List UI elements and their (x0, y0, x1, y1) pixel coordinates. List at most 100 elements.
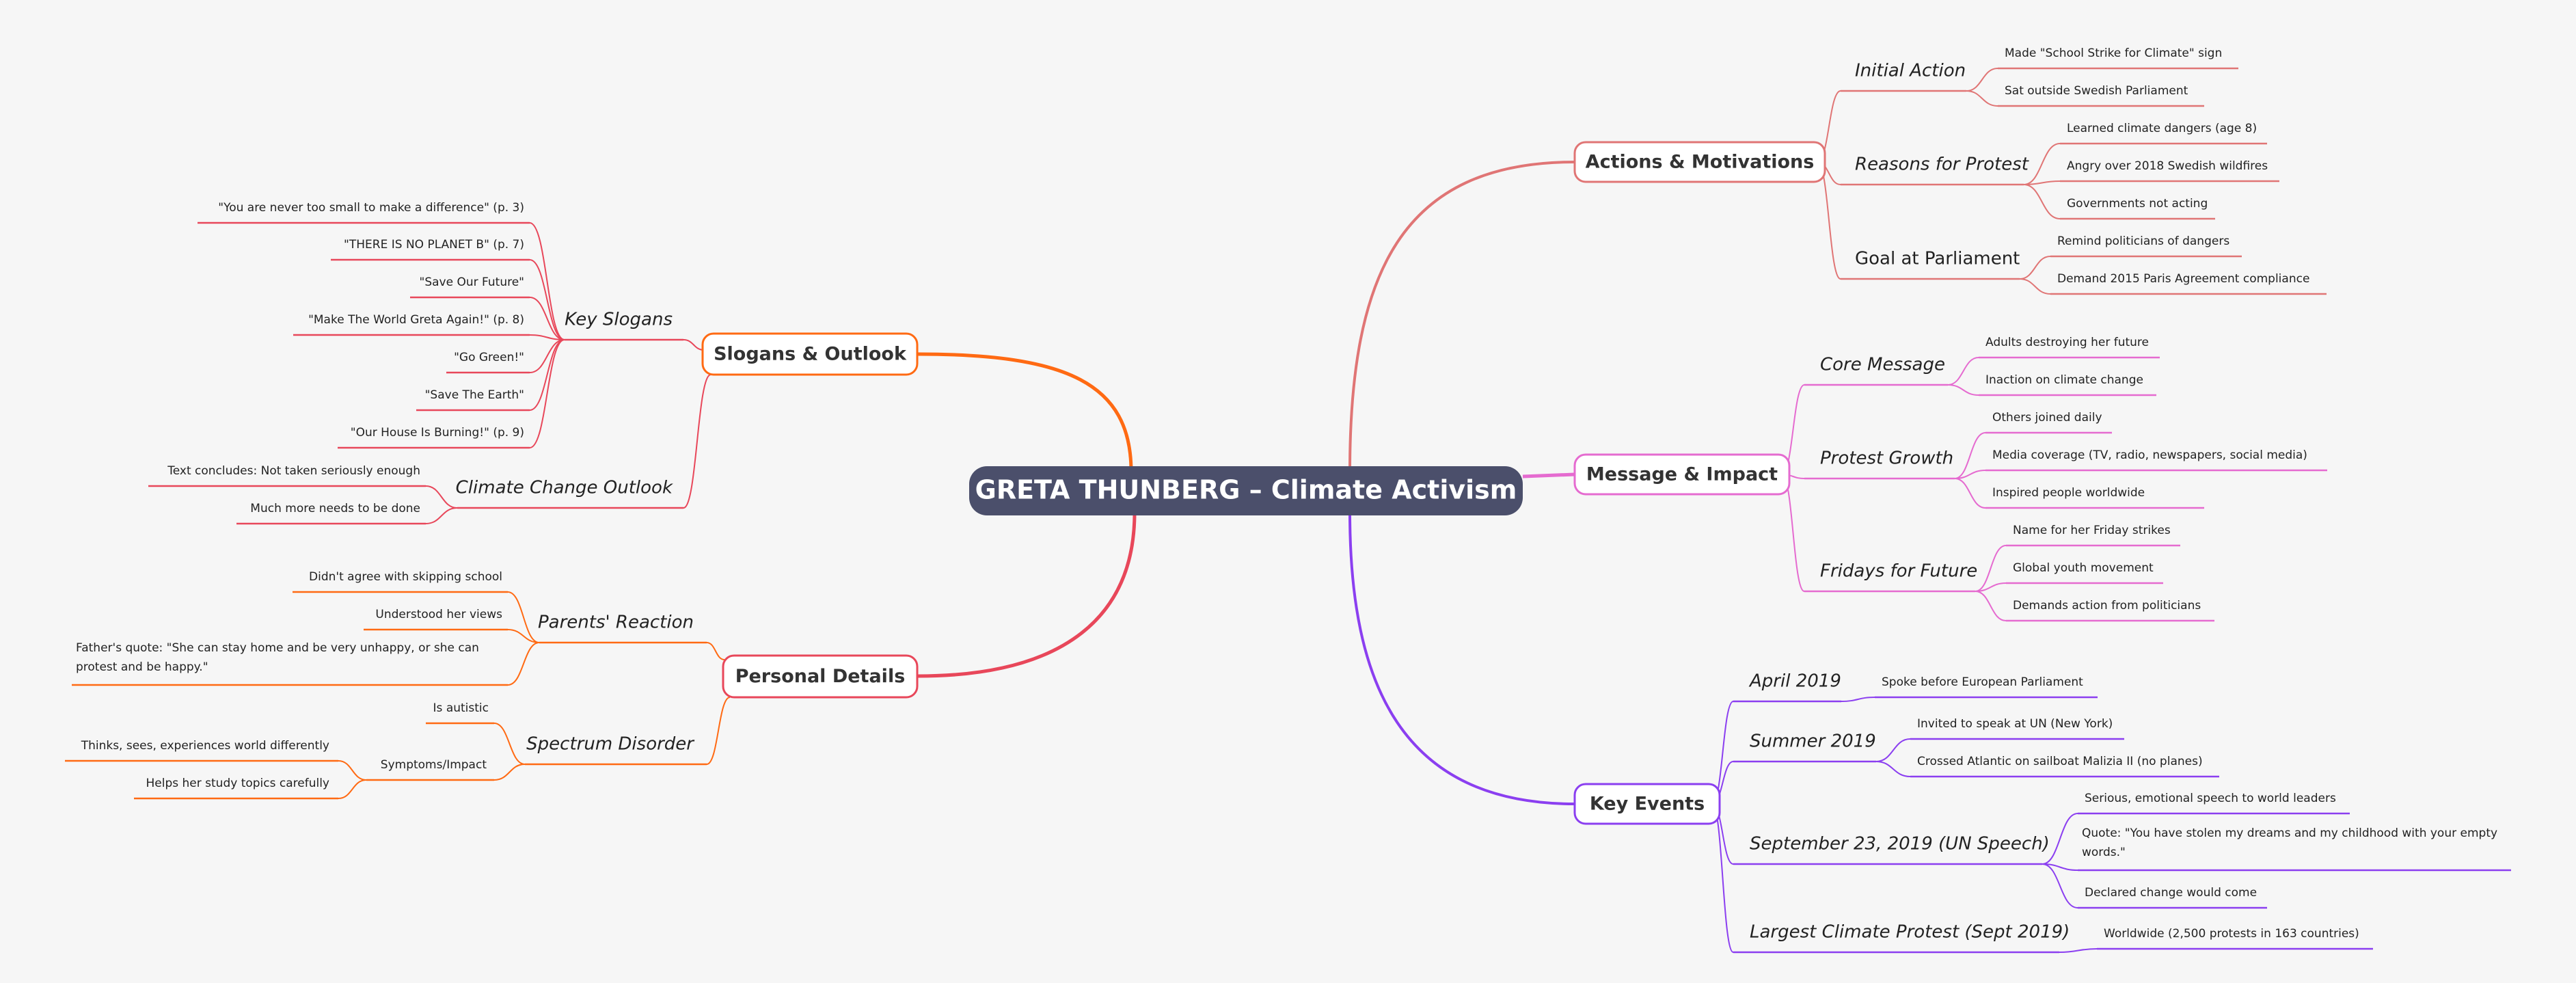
connector-leaf (425, 485, 458, 509)
connector-leaf (2023, 180, 2061, 185)
personal-details-node-label[interactable]: Personal Details (735, 666, 906, 687)
leaf-item[interactable]: Understood her views (375, 608, 502, 621)
connector-leaf (529, 297, 565, 340)
topic-spectrum-disorder[interactable]: Spectrum Disorder (526, 734, 695, 755)
connector-leaf (1966, 68, 1998, 92)
leaf-item[interactable]: "Our House Is Burning!" (p. 9) (351, 426, 524, 440)
message-impact-node-label[interactable]: Message & Impact (1586, 464, 1778, 485)
leaf-item[interactable]: Helps her study topics carefully (146, 777, 330, 790)
leaf-item[interactable]: Father's quote: "She can stay home and b… (76, 641, 479, 674)
edges (65, 67, 2511, 954)
topic-september-23-2019-un-speech[interactable]: September 23, 2019 (UN Speech) (1750, 834, 2050, 854)
topic-largest-climate-protest-sept-2019[interactable]: Largest Climate Protest (Sept 2019) (1750, 922, 2070, 943)
connector-leaf (507, 591, 540, 643)
leaf-item[interactable]: Is autistic (433, 701, 489, 715)
leaf-item[interactable]: "Save The Earth" (425, 388, 524, 402)
leaf-item[interactable]: Adults destroying her future (1985, 336, 2149, 349)
leaf-item[interactable]: Invited to speak at UN (New York) (1917, 717, 2113, 731)
leaf-item[interactable]: Sat outside Swedish Parliament (2005, 84, 2188, 98)
leaf-item[interactable]: Global youth movement (2013, 561, 2154, 575)
leaf-item[interactable]: Media coverage (TV, radio, newspapers, s… (1992, 448, 2307, 462)
root-title[interactable]: GRETA THUNBERG – Climate Activism (975, 475, 1517, 505)
connector-leaf (1947, 357, 1979, 386)
leaf-item[interactable]: Worldwide (2,500 protests in 163 countri… (2104, 927, 2359, 941)
connector-leaf (2042, 813, 2078, 865)
connector-leaf (425, 507, 458, 524)
connector-leaf (1875, 738, 1911, 762)
slogans-outlook-node-label[interactable]: Slogans & Outlook (714, 344, 907, 365)
connector-leaf (529, 339, 565, 448)
leaf-item[interactable]: Serious, emotional speech to world leade… (2085, 792, 2336, 805)
leaf-item-container: Father's quote: "She can stay home and b… (76, 641, 479, 674)
connector-leaf (1966, 90, 1998, 107)
topic-protest-growth[interactable]: Protest Growth (1820, 448, 1953, 469)
actions-motivations-node-box[interactable] (1573, 141, 1826, 183)
actions-motivations-node-label[interactable]: Actions & Motivations (1586, 152, 1815, 173)
connector-leaf (529, 339, 565, 373)
topic-core-message[interactable]: Core Message (1820, 355, 1945, 375)
connector-symptoms (493, 764, 526, 781)
connector-leaf (2023, 184, 2061, 219)
leaf-item[interactable]: "Save Our Future" (420, 275, 524, 289)
leaf-item[interactable]: Thinks, sees, experiences world differen… (81, 739, 329, 753)
leaf-item[interactable]: Demand 2015 Paris Agreement compliance (2057, 272, 2309, 286)
topic-april-2019[interactable]: April 2019 (1748, 671, 1841, 692)
connector-leaf (493, 723, 526, 765)
topic-initial-action[interactable]: Initial Action (1855, 61, 1966, 81)
topic-goal-at-parliament[interactable]: Goal at Parliament (1855, 249, 2020, 269)
connector-leaf (338, 760, 367, 781)
message-impact-node-box[interactable] (1573, 453, 1791, 496)
leaf-item[interactable]: Governments not acting (2067, 197, 2208, 211)
leaf-item[interactable]: Quote: "You have stolen my dreams and my… (2082, 826, 2498, 859)
leaf-item[interactable]: "THERE IS NO PLANET B" (p. 7) (344, 238, 524, 252)
connector-leaf (2023, 143, 2061, 185)
leaf-item[interactable]: Learned climate dangers (age 8) (2067, 122, 2257, 135)
topic-climate-change-outlook[interactable]: Climate Change Outlook (456, 478, 673, 498)
topic-parents-reaction[interactable]: Parents' Reaction (538, 612, 694, 633)
topic-summer-2019[interactable]: Summer 2019 (1750, 731, 1876, 752)
connector-leaf (2019, 278, 2051, 295)
leaf-item[interactable]: "Make The World Greta Again!" (p. 8) (308, 313, 524, 327)
edge-root-personal (917, 512, 1137, 678)
leaf-item[interactable]: Much more needs to be done (250, 502, 420, 515)
leaf-item[interactable]: Text concludes: Not taken seriously enou… (167, 464, 420, 478)
connector-leaf (529, 334, 565, 340)
leaf-item[interactable]: Crossed Atlantic on sailboat Malizia II … (1917, 755, 2203, 768)
leaf-item[interactable]: Angry over 2018 Swedish wildfires (2067, 159, 2268, 173)
leaf-item[interactable]: Declared change would come (2085, 886, 2257, 900)
topic-fridays-for-future[interactable]: Fridays for Future (1820, 561, 1977, 582)
root-node[interactable] (969, 466, 1523, 515)
connector-leaf (1954, 432, 1986, 479)
nodes: GRETA THUNBERG – Climate Activism Actions… (76, 46, 2498, 943)
leaf-item[interactable]: Others joined daily (1992, 411, 2102, 425)
connector-climate-change-outlook (683, 374, 711, 509)
leaf-item[interactable]: "You are never too small to make a diffe… (218, 201, 524, 215)
connector-leaf (1975, 545, 2007, 592)
leaf-item[interactable]: Remind politicians of dangers (2057, 234, 2229, 248)
connector-parents-reaction (706, 642, 725, 660)
personal-details-node-box[interactable] (722, 654, 919, 699)
leaf-item[interactable]: Inaction on climate change (1985, 373, 2143, 387)
slogans-outlook-node-box[interactable] (701, 332, 919, 376)
connector-leaf (338, 779, 367, 799)
connector-leaf (529, 259, 565, 340)
leaf-item[interactable]: "Go Green!" (454, 351, 524, 364)
subtopic-symptoms-impact[interactable]: Symptoms/Impact (381, 758, 487, 772)
leaf-item[interactable]: Made "School Strike for Climate" sign (2005, 46, 2222, 60)
connector-leaf (529, 222, 565, 340)
key-events-node-label[interactable]: Key Events (1590, 794, 1705, 815)
leaf-item[interactable]: Didn't agree with skipping school (309, 570, 502, 584)
connector-leaf (2019, 256, 2051, 280)
leaf-item[interactable]: Name for her Friday strikes (2013, 524, 2171, 537)
connector-leaf (1841, 697, 1875, 702)
edge-root-actions (1348, 161, 1575, 472)
key-events-node-box[interactable] (1573, 783, 1721, 825)
topic-reasons-for-protest[interactable]: Reasons for Protest (1855, 154, 2029, 175)
leaf-item[interactable]: Spoke before European Parliament (1882, 675, 2083, 689)
connector-spectrum-disorder (706, 697, 731, 765)
leaf-item-container: Quote: "You have stolen my dreams and my… (2082, 826, 2498, 859)
leaf-item[interactable]: Inspired people worldwide (1992, 486, 2145, 500)
topic-key-slogans[interactable]: Key Slogans (565, 310, 673, 330)
leaf-item[interactable]: Demands action from politicians (2013, 599, 2201, 612)
edge-root-slogans (917, 352, 1133, 472)
